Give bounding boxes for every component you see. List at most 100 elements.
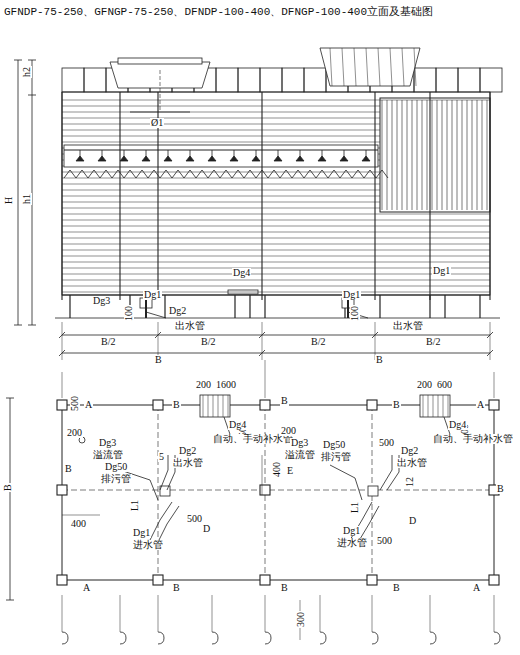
drawing-label: 600 — [436, 380, 453, 390]
drawing-stroke — [354, 48, 356, 86]
drawing-label: B — [392, 583, 401, 593]
drawing-stroke — [390, 48, 392, 86]
drawing-label: B/2 — [100, 337, 116, 347]
drawing-stroke — [447, 100, 448, 210]
drawing-label: Dg1 — [432, 266, 451, 276]
drawing-stroke — [55, 318, 500, 319]
drawing-stroke — [62, 274, 490, 275]
drawing-label: Dg3 — [290, 438, 309, 448]
drawing-stroke — [472, 100, 473, 210]
drawing-label: 200 — [195, 380, 212, 390]
drawing-label: 500 — [376, 536, 393, 546]
drawing-stroke — [62, 232, 490, 233]
drawing-stroke — [186, 156, 194, 161]
drawing-stroke — [480, 68, 502, 92]
drawing-stroke — [402, 100, 403, 210]
drawing-stroke — [397, 100, 398, 210]
drawing-stroke — [57, 400, 67, 410]
drawing-stroke — [157, 506, 179, 544]
drawing-stroke — [62, 335, 490, 336]
drawing-label: Dg4 — [228, 420, 247, 430]
drawing-stroke — [62, 100, 490, 101]
drawing-stroke — [62, 322, 63, 360]
drawing-stroke — [6, 600, 14, 601]
drawing-label: Dg1 — [342, 526, 361, 536]
drawing-stroke — [259, 332, 265, 338]
drawing-label: 进水管 — [336, 538, 368, 548]
drawing-stroke — [234, 295, 235, 318]
drawing-stroke — [62, 184, 380, 185]
drawing-stroke — [429, 295, 430, 318]
drawing-stroke — [430, 632, 436, 644]
drawing-label: 溢流管 — [92, 450, 124, 460]
drawing-label: Dg1 — [342, 290, 361, 300]
drawing-stroke — [62, 580, 494, 581]
drawing-stroke — [372, 332, 378, 338]
drawing-stroke — [379, 295, 380, 318]
drawing-label: 出水管 — [172, 458, 204, 468]
drawing-stroke — [402, 48, 404, 86]
drawing-stroke — [318, 156, 326, 161]
drawing-label: Dg4 — [232, 268, 251, 278]
drawing-stroke — [6, 398, 14, 399]
drawing-stroke — [414, 68, 436, 92]
drawing-stroke — [261, 92, 262, 300]
drawing-stroke — [62, 250, 490, 251]
drawing-label: 500 — [378, 438, 395, 448]
drawing-stroke — [62, 130, 380, 131]
drawing-stroke — [265, 595, 266, 632]
drawing-stroke — [223, 395, 224, 417]
drawing-stroke — [444, 295, 445, 318]
drawing-stroke — [59, 350, 65, 356]
drawing-stroke — [442, 100, 443, 210]
drawing-stroke — [155, 332, 161, 338]
drawing-stroke — [320, 48, 420, 86]
drawing-label: L1 — [130, 499, 140, 512]
drawing-label: 排污管 — [100, 474, 132, 484]
drawing-label: 1600 — [215, 380, 237, 390]
drawing-stroke — [330, 48, 332, 86]
drawing-stroke — [414, 48, 416, 86]
drawing-label: 200 — [280, 426, 297, 436]
drawing-label: B — [154, 355, 163, 365]
drawing-stroke — [392, 100, 393, 210]
drawing-stroke — [487, 332, 493, 338]
drawing-label: Dg3 — [98, 438, 117, 448]
drawing-stroke — [62, 294, 490, 295]
drawing-label: 400 — [70, 519, 87, 529]
drawing-stroke — [62, 632, 68, 644]
drawing-stroke — [467, 100, 468, 210]
drawing-label: B — [496, 484, 505, 494]
drawing-stroke — [62, 372, 63, 398]
drawing-stroke — [153, 400, 163, 410]
drawing-label: B/2 — [425, 337, 441, 347]
drawing-stroke — [158, 405, 159, 580]
drawing-stroke — [238, 68, 260, 92]
drawing-label: 500 — [70, 395, 80, 412]
drawing-label: Ø1 — [150, 118, 164, 128]
drawing-stroke — [265, 632, 271, 644]
drawing-stroke — [142, 156, 150, 161]
drawing-stroke — [164, 156, 172, 161]
drawing-stroke — [428, 395, 429, 417]
drawing-stroke — [228, 290, 258, 294]
drawing-stroke — [367, 575, 377, 585]
drawing-label: Dg1 — [143, 290, 162, 300]
drawing-stroke — [62, 515, 100, 516]
drawing-stroke — [340, 156, 348, 161]
drawing-stroke — [62, 268, 490, 269]
drawing-stroke — [62, 124, 380, 125]
drawing-stroke — [120, 595, 121, 632]
drawing-stroke — [430, 595, 431, 632]
drawing-stroke — [330, 465, 362, 500]
drawing-label: 自动、手动补水管 — [432, 434, 514, 444]
drawing-stroke — [407, 100, 408, 210]
drawing-stroke — [62, 238, 490, 239]
drawing-stroke — [259, 350, 265, 356]
drawing-label: 300 — [296, 611, 306, 628]
drawing-stroke — [28, 95, 36, 96]
drawing-label: h1 — [22, 193, 32, 205]
drawing-stroke — [368, 486, 378, 496]
drawing-label: 12 — [405, 476, 415, 488]
drawing-stroke — [98, 156, 106, 161]
